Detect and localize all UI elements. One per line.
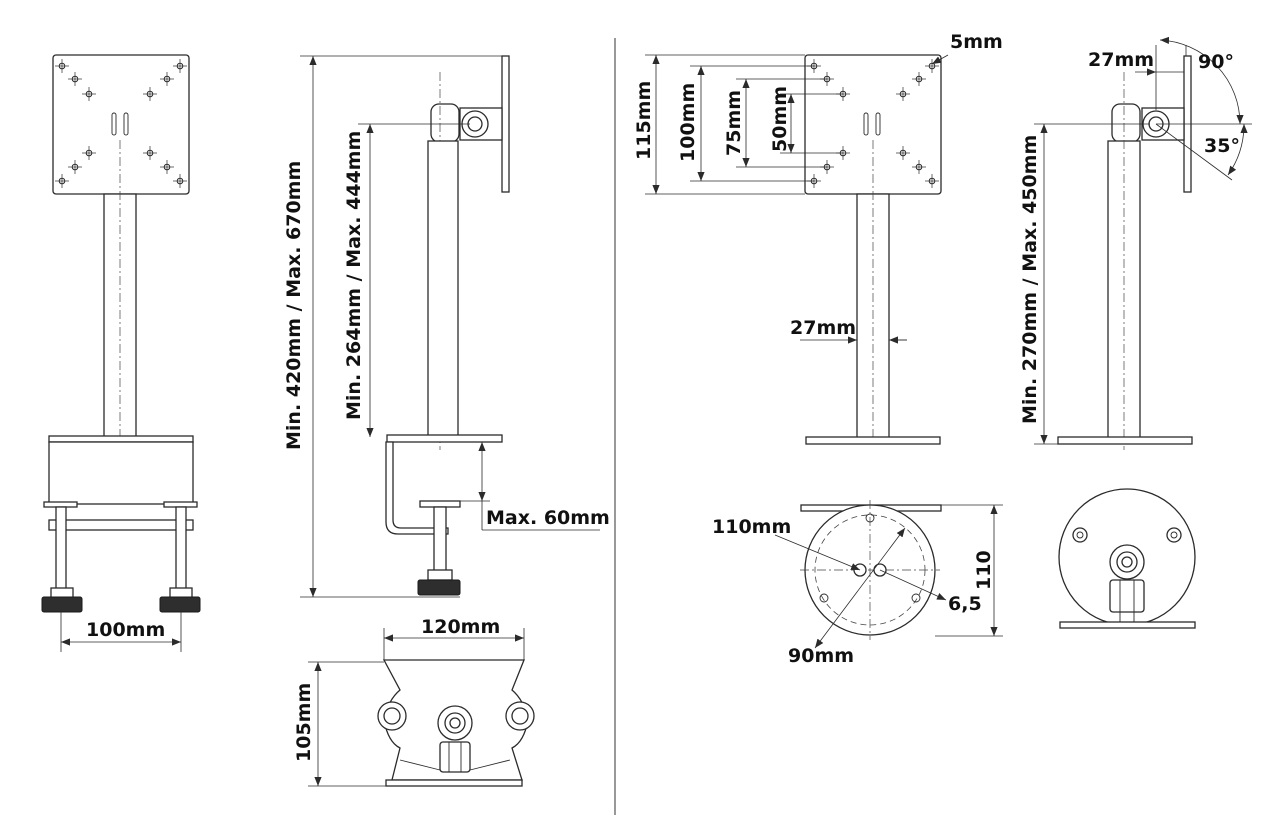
tilt-up-label: 90° bbox=[1198, 51, 1234, 73]
clamp-bottom-view: 120mm 105mm bbox=[293, 616, 535, 787]
pole-height-label: Min. 264mm / Max. 444mm bbox=[343, 131, 365, 420]
clamp-front-view: 100mm bbox=[41, 54, 201, 652]
base-inner-label: 90mm bbox=[788, 645, 854, 667]
grommet-front-view: 115mm 100mm 75mm 50mm 5mm 27mm bbox=[633, 31, 1003, 445]
base-outer-label: 110mm bbox=[712, 516, 791, 538]
grommet-side-view: 27mm 90° 35° Min. 270mm / Max. 450mm bbox=[1019, 36, 1252, 450]
clamp-height-label: 105mm bbox=[293, 683, 315, 762]
base-hole-label: 6,5 bbox=[948, 593, 982, 615]
clamp-width-label: 120mm bbox=[421, 616, 500, 638]
vesa-large-label: 100mm bbox=[677, 83, 699, 162]
vesa-plate bbox=[52, 54, 190, 195]
vesa-plate-right bbox=[804, 54, 942, 195]
side-clamp-knob bbox=[417, 579, 461, 596]
base-plate bbox=[805, 436, 941, 445]
clamp-knob-right bbox=[159, 596, 201, 613]
side-offset-label: 27mm bbox=[1088, 49, 1154, 71]
base-top-view: 110mm 90mm 6,5 110 bbox=[712, 500, 1003, 667]
plate-hole-label: 5mm bbox=[950, 31, 1003, 53]
plate-height-label: 115mm bbox=[633, 81, 655, 160]
clamp-side-view: Min. 420mm / Max. 670mm Min. 264mm / Max… bbox=[283, 55, 610, 598]
clamp-body bbox=[48, 441, 194, 505]
clamp-opening-label: Max. 60mm bbox=[486, 507, 610, 529]
base-front-view bbox=[1058, 488, 1196, 629]
tilt-down-label: 35° bbox=[1204, 135, 1240, 157]
grommet-height-label: Min. 270mm / Max. 450mm bbox=[1019, 135, 1041, 424]
clamp-knob-left bbox=[41, 596, 83, 613]
total-height-label: Min. 420mm / Max. 670mm bbox=[283, 161, 305, 450]
pole-side bbox=[427, 140, 459, 439]
front-base-width-label: 100mm bbox=[86, 619, 165, 641]
vesa-small-label: 50mm bbox=[769, 86, 791, 152]
base-height-label: 110 bbox=[973, 550, 995, 590]
pole-diameter-label: 27mm bbox=[790, 317, 856, 339]
vesa-medium-label: 75mm bbox=[723, 90, 745, 156]
